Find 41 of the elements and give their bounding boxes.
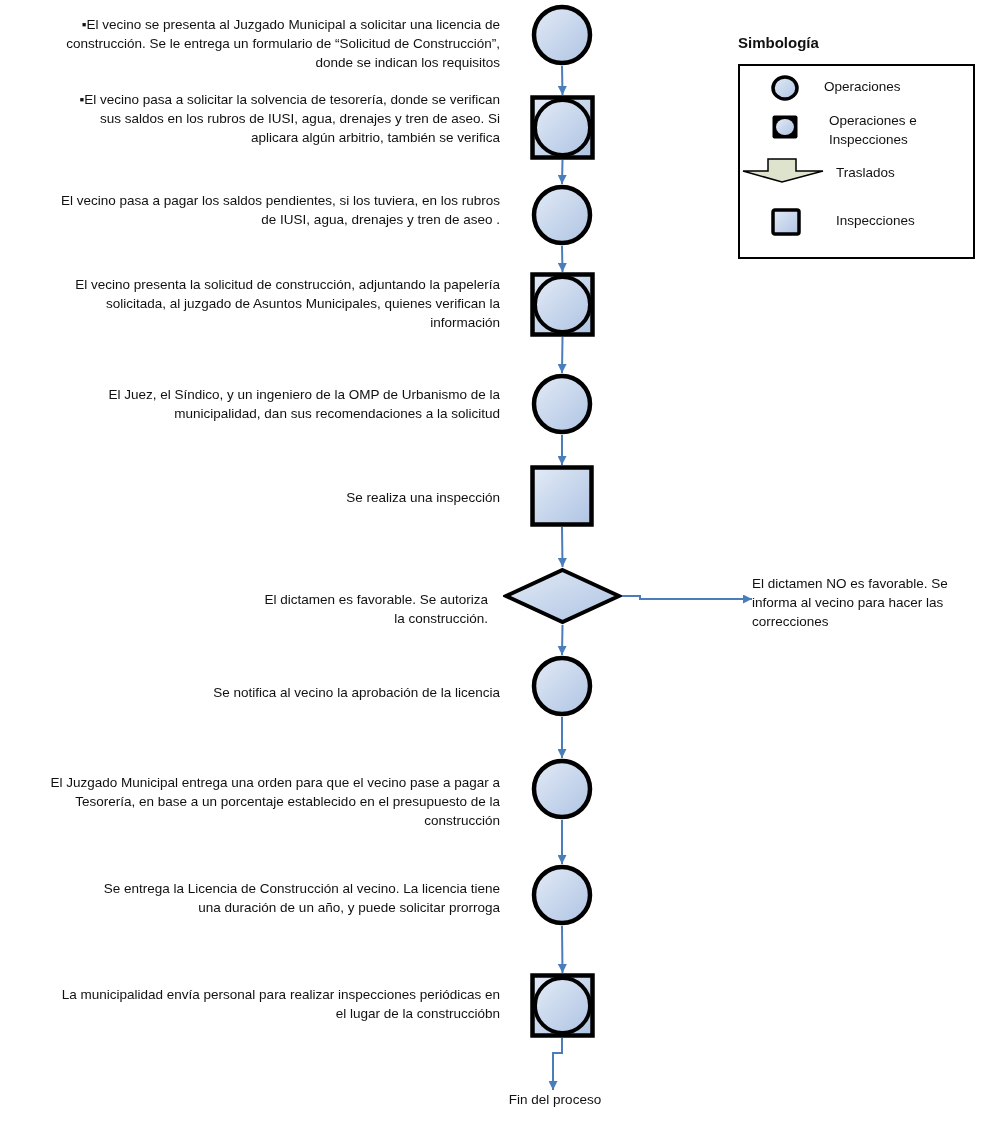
flow-arrow <box>548 1037 563 1091</box>
flow-arrow <box>557 434 567 466</box>
step-description: La municipalidad envía personal para realizar inspecciones periódicas en el lugar de la construccióbn <box>60 986 500 1023</box>
operation-circle <box>531 864 593 926</box>
legend-text: Traslados <box>836 164 896 182</box>
operation-circle <box>531 758 593 820</box>
legend-text: Operaciones <box>824 78 902 96</box>
step-description: ▪El vecino pasa a solicitar la solvencia de tesorería, donde se verifican sus saldos en los rubros de IUSI, agua, drenajes y tren de aseo. Si aplicara algún arbitrio, también se verifica <box>78 91 500 147</box>
outcome-text: El dictamen NO es favorable. Se informa al vecino para hacer las correcciones <box>752 574 988 631</box>
flow-arrow <box>557 526 567 568</box>
step-description: El Juez, el Síndico, y un ingeniero de la OMP de Urbanismo de la municipalidad, dan sus recomendaciones a la solicitud <box>107 386 500 423</box>
operation-circle <box>531 4 593 66</box>
flow-arrow <box>557 159 567 185</box>
legend-text: Operaciones e Inspecciones <box>829 112 918 149</box>
step-description: El dictamen es favorable. Se autoriza la construcción. <box>263 591 488 628</box>
operation-circle <box>531 655 593 717</box>
inspection-square <box>530 465 594 527</box>
step-description: El vecino pasa a pagar los saldos pendientes, si los tuviera, en los rubros de IUSI, agua, drenajes y tren de aseo . <box>60 192 500 229</box>
flow-arrow <box>557 65 567 96</box>
step-description: El vecino presenta la solicitud de construcción, adjuntando la papelería solicitada, al juzgado de Asuntos Municipales, quienes verifican la información <box>74 276 500 332</box>
decision-diamond <box>503 567 622 625</box>
legend-title: Simbología <box>738 33 819 53</box>
step-description: Se realiza una inspección <box>345 489 500 507</box>
operation-circle <box>531 373 593 435</box>
operation-inspection-symbol <box>530 272 595 337</box>
step-description: Se notifica al vecino la aprobación de la licencia <box>212 684 500 702</box>
flow-arrow <box>557 245 567 273</box>
flow-arrow <box>557 819 567 865</box>
step-description: Se entrega la Licencia de Construcción al vecino. La licencia tiene una duración de un año, y puede solicitar prorroga <box>102 880 500 917</box>
operation-inspection-symbol <box>530 973 595 1038</box>
end-label: Fin del proceso <box>500 1090 610 1109</box>
operation-circle <box>531 184 593 246</box>
step-description: ▪El vecino se presenta al Juzgado Municipal a solicitar una licencia de construcción. Se le entrega un formulario de “Solicitud de Construcción”, donde se indican los requisitos <box>65 16 500 72</box>
flow-arrow <box>557 716 567 759</box>
flow-arrow <box>557 925 567 974</box>
flow-arrow <box>557 624 567 656</box>
flow-arrow <box>557 336 567 374</box>
legend-text: Inspecciones <box>836 212 916 230</box>
operation-inspection-symbol <box>530 95 595 160</box>
step-description: El Juzgado Municipal entrega una orden para que el vecino pase a pagar a Tesorería, en base a un porcentaje establecido en el presupuesto de la construcción <box>49 774 500 830</box>
flow-arrow <box>621 594 753 604</box>
